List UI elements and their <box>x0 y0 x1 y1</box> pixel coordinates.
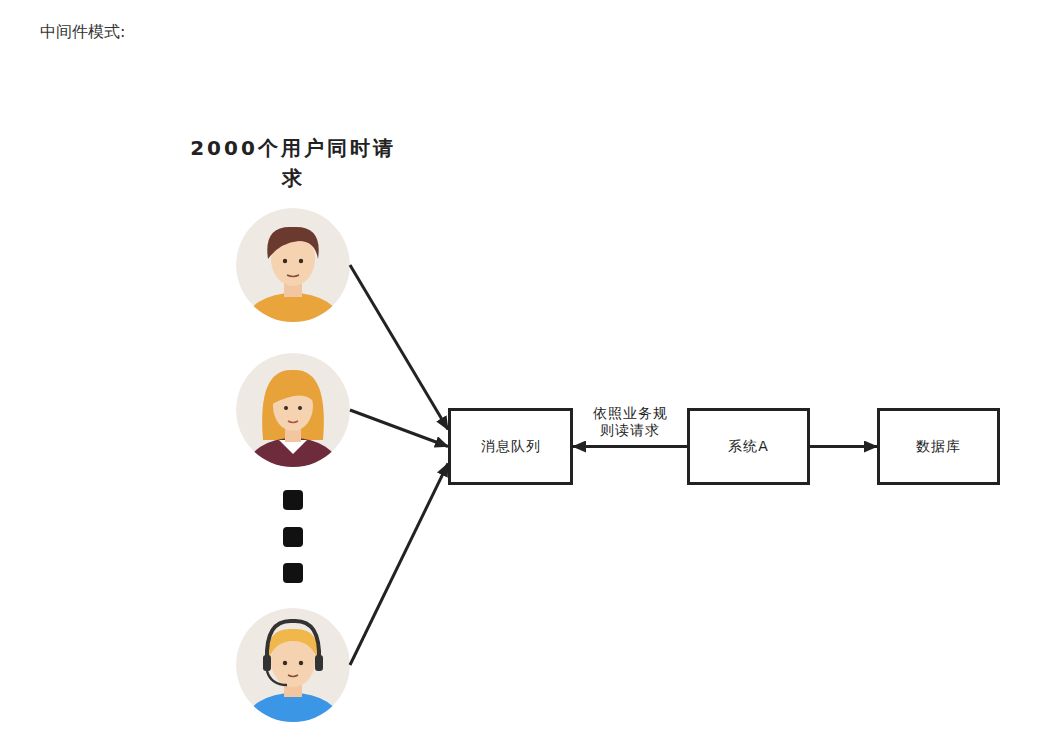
avatar-mouth <box>288 421 298 423</box>
arrow-connector <box>350 265 448 430</box>
headset-band <box>267 621 319 661</box>
avatar-mouth <box>287 275 299 277</box>
edge-label: 依照业务规则读请求 <box>590 405 670 439</box>
headset-ear <box>315 655 323 671</box>
process-box: 数据库 <box>877 408 1000 485</box>
avatar-shirt <box>245 293 341 353</box>
avatar-hair <box>267 227 318 259</box>
arrow-connector <box>810 445 877 448</box>
user-avatar <box>236 353 350 498</box>
avatar-eye <box>299 661 303 665</box>
arrow-connector <box>350 410 448 447</box>
diagram-title: 中间件模式: <box>40 22 125 43</box>
user-avatar <box>236 208 350 353</box>
avatar-eye <box>284 406 288 410</box>
box-label: 数据库 <box>916 438 961 456</box>
arrow-connector <box>573 445 687 448</box>
user-avatar <box>236 608 350 753</box>
box-label: 消息队列 <box>481 438 541 456</box>
avatar-collar <box>279 440 307 454</box>
avatar-eye <box>283 259 287 263</box>
ellipsis-dot <box>283 563 303 583</box>
avatar-shirt <box>245 693 341 753</box>
avatar-eye <box>283 661 287 665</box>
process-box: 系统A <box>687 408 810 485</box>
avatar-hair <box>262 370 324 440</box>
ellipsis-dot <box>283 527 303 547</box>
avatar-fringe <box>272 380 314 405</box>
ellipsis-dot <box>283 490 303 510</box>
arrow-connector <box>350 463 448 665</box>
avatar-hair <box>269 629 318 659</box>
group-heading: 2000个用户同时请求 <box>188 133 398 193</box>
headset-mic <box>267 671 287 685</box>
avatar-top <box>247 438 339 498</box>
headset-ear <box>263 655 271 671</box>
avatar-eye <box>298 406 302 410</box>
avatar-ground <box>236 353 350 467</box>
process-box: 消息队列 <box>448 408 573 485</box>
avatar-mouth <box>288 675 298 677</box>
avatar-eye <box>299 259 303 263</box>
box-label: 系统A <box>728 438 769 456</box>
user-group: 2000个用户同时请求 <box>236 208 350 723</box>
